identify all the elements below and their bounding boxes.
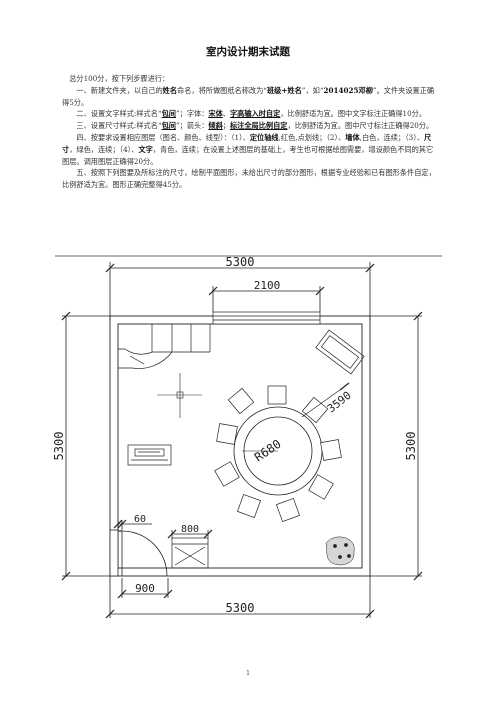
dim-bottom-total-label: 5300 [226, 601, 255, 615]
tv-cabinet [315, 329, 365, 375]
dim-door-wall-label: 60 [134, 514, 146, 525]
dim-bottom-total: 5300 [105, 576, 375, 619]
dim-right: 5300 [370, 311, 423, 581]
instruction-step-5: 五、按照下列图要及所标注的尺寸，绘制平面图形，未给出尺寸的部分图形，根据专业经验… [62, 168, 436, 190]
plant-icon [325, 536, 355, 566]
page-number: 1 [246, 670, 250, 677]
cabinet [171, 537, 209, 569]
door [109, 529, 168, 577]
dim-top-total-label: 5300 [226, 255, 255, 269]
dim-top-total: 5300 [105, 255, 375, 320]
instruction-step-3: 三、设置尺寸样式:样式名“包间”；箭头：倾斜；标注全局比例自定，比例舒适为宜。图… [76, 121, 434, 131]
window [212, 311, 321, 325]
instruction-intro: 总分100分，按下列步骤进行： [69, 74, 170, 83]
dining-table [214, 385, 342, 522]
dim-top-window: 2100 [208, 279, 325, 312]
chairs [214, 385, 342, 522]
dim-cabinet: 800 [167, 524, 213, 539]
dim-table-diameter-label: 3590 [325, 389, 354, 416]
dim-left-label: 5300 [52, 432, 66, 461]
dim-cabinet-label: 800 [181, 524, 199, 535]
corner-sofa [118, 324, 211, 369]
side-cabinet [127, 444, 172, 466]
dim-door-width-label: 900 [135, 582, 155, 595]
instruction-step-4: 四、按要求设置相应图层（图名、颜色、线型）：（1）、定位轴线,红色,点划线；（2… [62, 132, 434, 166]
instructions: 总分100分，按下列步骤进行： 一、新建文件夹，以自己的姓名命名，将所做图纸名称… [62, 73, 438, 191]
dim-table-radius-label: R680 [252, 437, 284, 465]
dim-top-window-label: 2100 [254, 279, 281, 292]
dim-right-label: 5300 [404, 432, 418, 461]
instruction-step-1: 一、新建文件夹，以自己的姓名命名，将所做图纸名称改为“班级+姓名”，如“2014… [62, 85, 435, 107]
dim-door-wall: 60 [113, 514, 152, 530]
instruction-step-2: 二、设置文字样式:样式名“包间”；字体：宋体、字高输入时自定，比例舒适为宜。图中… [76, 109, 427, 119]
page-title: 室内设计期末试题 [206, 46, 290, 58]
dim-door-width: 900 [117, 578, 173, 599]
dim-left: 5300 [52, 311, 110, 581]
crosshair-icon [157, 373, 202, 418]
